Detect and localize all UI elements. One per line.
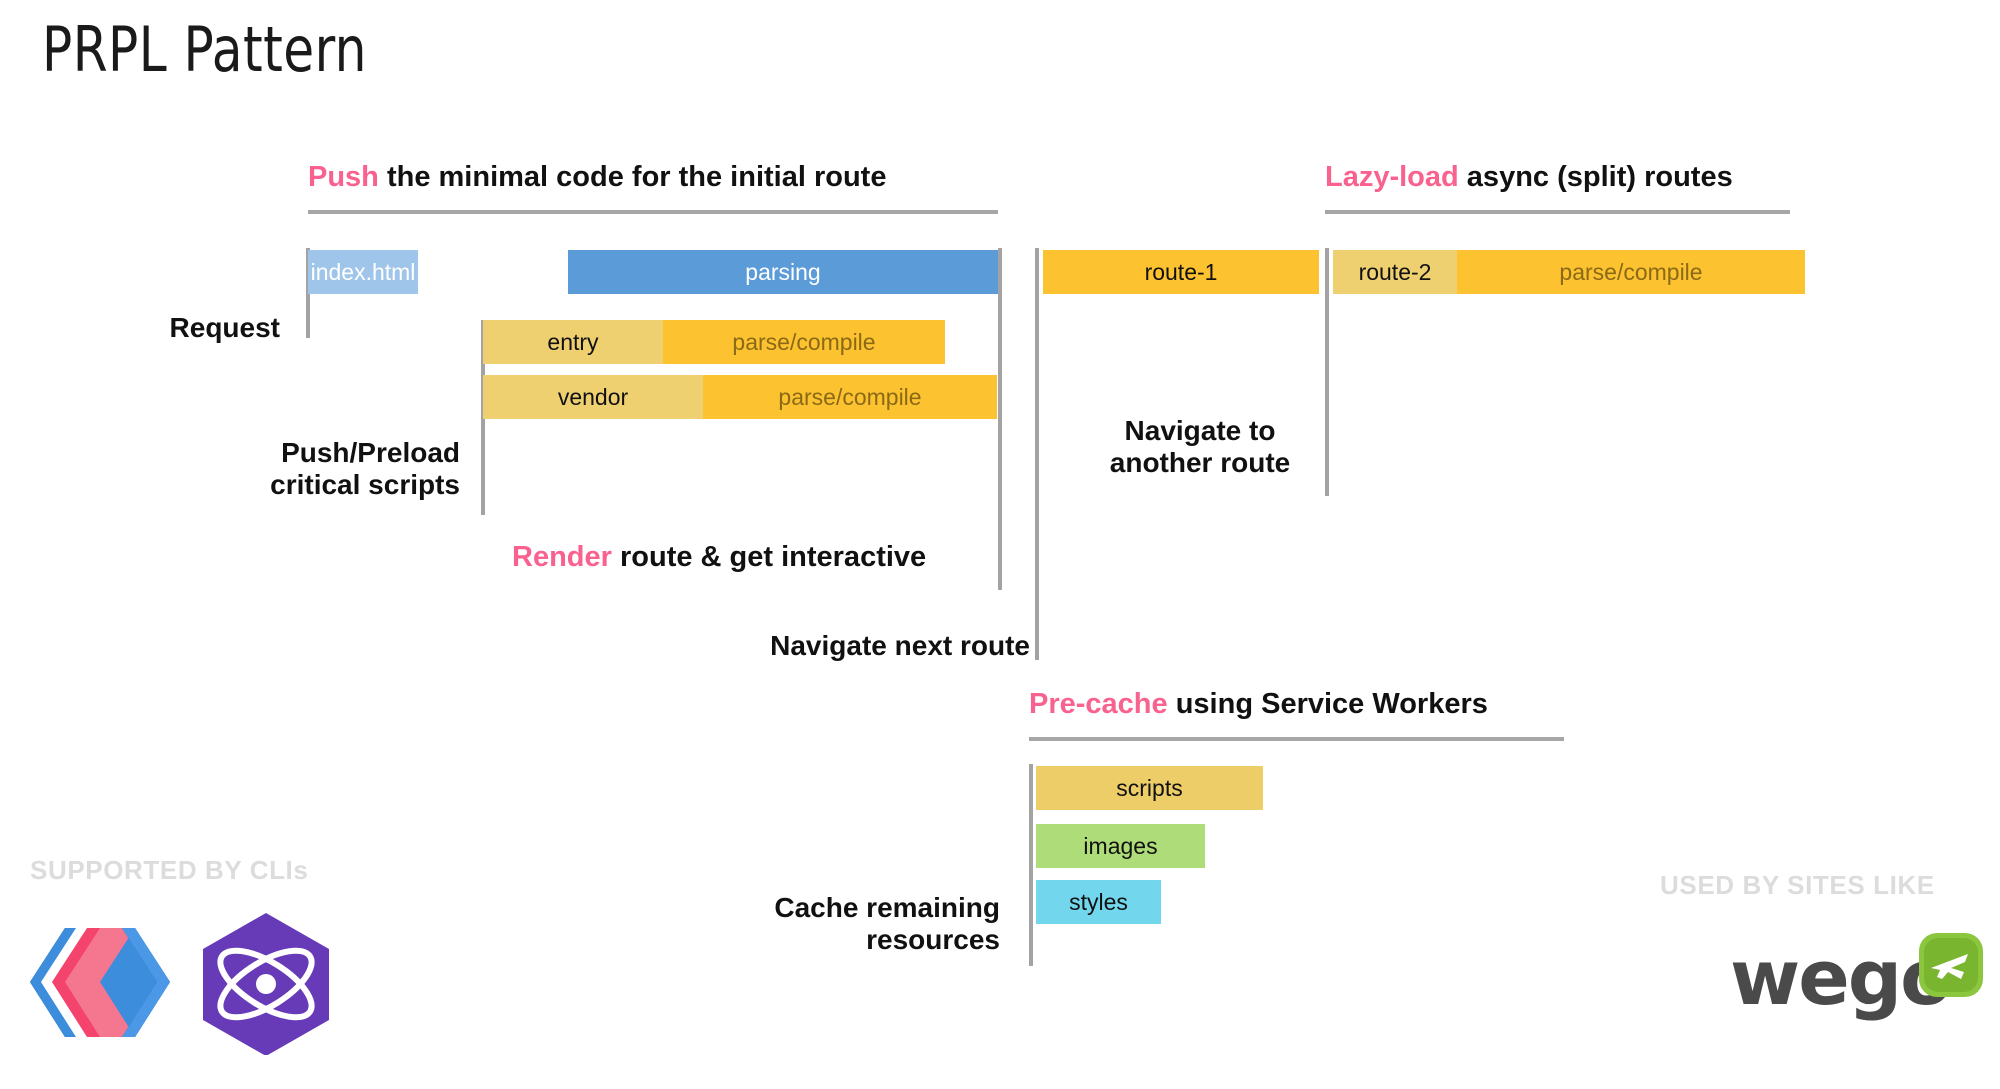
row-label-cache-remaining: Cache remaining resources — [620, 892, 1000, 956]
bar-entry: entry parse/compile — [483, 320, 945, 364]
row-label-navigate-next-route: Navigate next route — [770, 630, 1030, 661]
wego-logo — [1919, 933, 1983, 997]
bar-segment-images: images — [1036, 824, 1205, 868]
row-label-cache-remaining-line2: resources — [866, 924, 1000, 956]
bar-segment-route-2-parse-compile: parse/compile — [1457, 250, 1805, 294]
bar-segment-index-html: index.html — [308, 250, 418, 294]
timeline-rule-navigate-next — [1035, 248, 1039, 660]
section-heading-lazy-accent: Lazy-load — [1325, 161, 1459, 193]
bar-route-1: route-1 — [1043, 250, 1319, 294]
section-heading-precache-rest: using Service Workers — [1167, 688, 1488, 720]
section-rule-precache — [1029, 737, 1564, 741]
section-heading-push-rest: the minimal code for the initial route — [378, 161, 887, 193]
section-heading-lazy-rest: async (split) routes — [1458, 161, 1733, 193]
wego-wordmark: wego — [1730, 933, 1952, 1022]
bar-images: images — [1036, 824, 1205, 868]
bar-segment-entry-parse-compile: parse/compile — [663, 320, 945, 364]
timeline-rule-precache — [1029, 764, 1033, 966]
bar-vendor: vendor parse/compile — [483, 375, 997, 419]
bar-segment-route-2: route-2 — [1333, 250, 1457, 294]
row-label-navigate-another-line2: another route — [1109, 447, 1291, 479]
bar-scripts: scripts — [1036, 766, 1263, 810]
bar-segment-route-1: route-1 — [1043, 250, 1319, 294]
section-heading-render: Render route & get interactive — [512, 543, 926, 572]
row-label-push-preload: Push/Preload critical scripts — [180, 437, 460, 501]
bar-segment-vendor: vendor — [483, 375, 703, 419]
row-label-request: Request — [169, 312, 280, 343]
bar-styles: styles — [1036, 880, 1161, 924]
page-title: PRPL Pattern — [42, 13, 367, 86]
section-rule-push — [308, 210, 998, 214]
section-rule-lazy — [1325, 210, 1790, 214]
bar-segment-vendor-parse-compile: parse/compile — [703, 375, 997, 419]
section-heading-push-accent: Push — [308, 161, 379, 193]
bar-segment-entry: entry — [483, 320, 663, 364]
bar-segment-styles: styles — [1036, 880, 1161, 924]
row-label-push-preload-line1: Push/Preload — [281, 437, 460, 468]
row-label-navigate-another-line1: Navigate to — [1124, 415, 1276, 446]
bar-parsing: parsing — [568, 250, 998, 294]
section-heading-render-accent: Render — [512, 541, 612, 573]
row-label-push-preload-line2: critical scripts — [270, 469, 460, 501]
bar-segment-parsing: parsing — [568, 250, 998, 294]
timeline-rule-route2 — [1325, 248, 1329, 496]
bar-route-2: route-2 parse/compile — [1333, 250, 1805, 294]
bar-index-html: index.html — [308, 250, 418, 294]
section-heading-lazy: Lazy-load async (split) routes — [1325, 163, 1733, 192]
section-heading-precache-accent: Pre-cache — [1029, 688, 1168, 720]
section-heading-precache: Pre-cache using Service Workers — [1029, 690, 1488, 719]
bar-segment-scripts: scripts — [1036, 766, 1263, 810]
footer-caption-used-by: USED BY SITES LIKE — [1660, 870, 1935, 900]
row-label-cache-remaining-line1: Cache remaining — [774, 892, 1000, 923]
section-heading-push: Push the minimal code for the initial ro… — [308, 163, 886, 192]
polymer-logo — [30, 928, 170, 1037]
timeline-rule-render — [998, 248, 1002, 590]
footer-caption-supported-by: SUPPORTED BY CLIs — [30, 855, 309, 885]
section-heading-render-rest: route & get interactive — [611, 541, 927, 573]
row-label-navigate-another-route: Navigate to another route — [1080, 415, 1320, 479]
preact-logo — [203, 913, 329, 1055]
